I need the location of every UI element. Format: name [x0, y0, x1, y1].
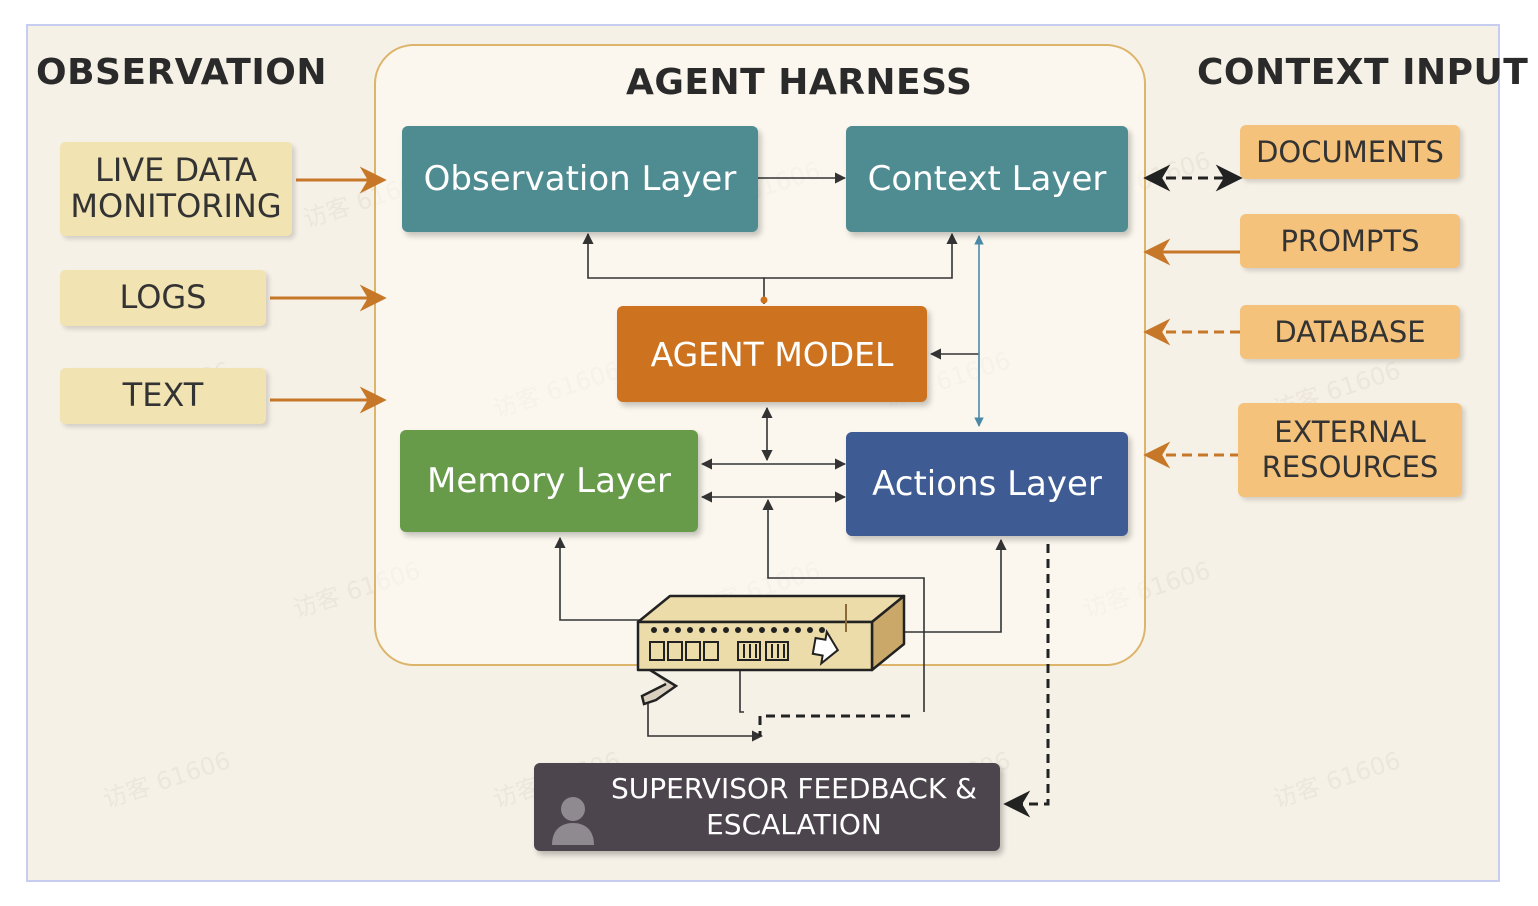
agent-model-box: AGENT MODEL [617, 306, 927, 402]
supervisor-feedback-box: SUPERVISOR FEEDBACK & ESCALATION [534, 763, 1000, 851]
live-data-monitoring-box: LIVE DATA MONITORING [60, 142, 292, 236]
connector-dot [760, 296, 768, 304]
agent-harness-heading: AGENT HARNESS [626, 62, 973, 103]
external-resources-label: EXTERNAL RESOURCES [1261, 415, 1439, 484]
agent-model-label: AGENT MODEL [650, 334, 894, 374]
context-layer-box: Context Layer [846, 126, 1128, 232]
external-resources-box: EXTERNAL RESOURCES [1238, 403, 1462, 497]
logs-box: LOGS [60, 270, 266, 326]
arrow-device-cable [739, 666, 744, 713]
arrow-model-to-observation [582, 232, 765, 304]
logs-label: LOGS [119, 278, 207, 317]
prompts-box: PROMPTS [1240, 214, 1460, 268]
arrow-device-to-supervisor-loop [647, 700, 764, 742]
arrow-dashed-return [758, 714, 910, 736]
prompts-label: PROMPTS [1280, 223, 1420, 258]
documents-label: DOCUMENTS [1256, 134, 1444, 169]
person-icon [552, 797, 594, 845]
server-device-icon [636, 594, 906, 706]
observation-layer-label: Observation Layer [423, 159, 737, 199]
database-box: DATABASE [1240, 305, 1460, 359]
memory-layer-label: Memory Layer [427, 461, 671, 501]
live-data-monitoring-label: LIVE DATA MONITORING [70, 151, 282, 225]
supervisor-feedback-label: SUPERVISOR FEEDBACK & ESCALATION [611, 771, 977, 841]
observation-layer-box: Observation Layer [402, 126, 758, 232]
database-label: DATABASE [1274, 314, 1426, 349]
text-box: TEXT [60, 368, 266, 424]
arrow-model-to-context [764, 232, 958, 279]
arrow-device-to-memory [554, 536, 640, 621]
arrow-loop-to-model [762, 498, 925, 712]
text-label: TEXT [122, 376, 204, 415]
actions-layer-label: Actions Layer [872, 464, 1102, 504]
context-layer-label: Context Layer [867, 159, 1107, 199]
arrow-actions-to-supervisor [1003, 544, 1050, 818]
memory-layer-box: Memory Layer [400, 430, 698, 532]
context-input-heading: CONTEXT INPUT [1197, 52, 1529, 93]
arrow-device-to-actions [904, 538, 1007, 633]
actions-layer-box: Actions Layer [846, 432, 1128, 536]
observation-heading: OBSERVATION [36, 52, 327, 93]
documents-box: DOCUMENTS [1240, 125, 1460, 179]
